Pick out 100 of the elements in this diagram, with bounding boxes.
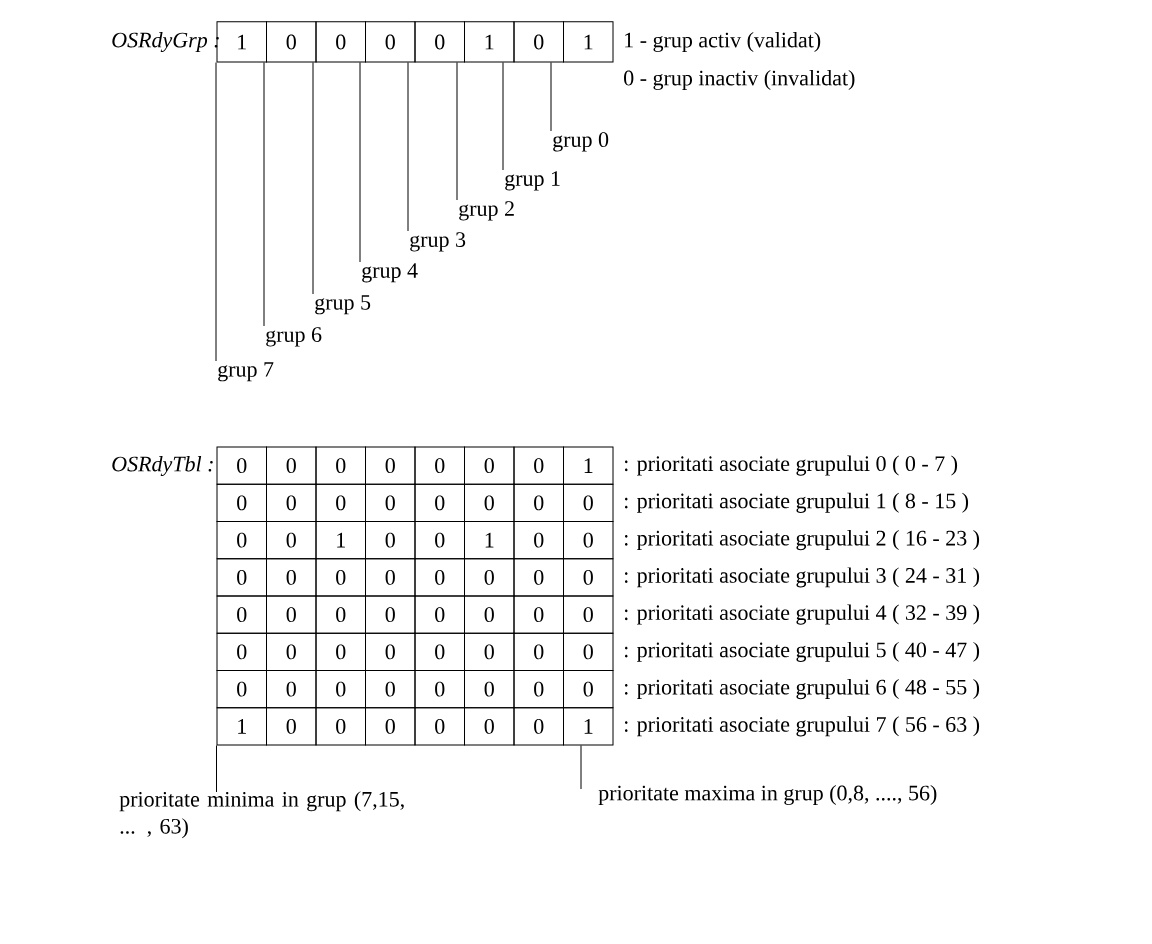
leader-line (216, 745, 217, 793)
bit-cell: 0 (414, 446, 465, 485)
bit-cell: 0 (414, 707, 465, 746)
bit-cell: 0 (315, 21, 366, 63)
bit-cell: 0 (513, 446, 564, 485)
group-label: grup 3 (410, 232, 466, 252)
bit-cell: 0 (365, 632, 416, 671)
bit-cell: 0 (464, 483, 515, 522)
bit-cell: 0 (315, 707, 366, 746)
bit-cell: 1 (464, 21, 515, 63)
bit-cell: 0 (414, 632, 465, 671)
note-text: prioritate maxima in grup (0,8, ...., 56) (598, 785, 937, 805)
description-text: : prioritati asociate grupului 3 ( 24 - 31 ) (624, 567, 980, 588)
group-label: grup 1 (505, 171, 560, 191)
bit-cell: 0 (414, 521, 465, 560)
bit-cell: 1 (563, 21, 614, 63)
group-label: grup 7 (218, 362, 274, 382)
bit-cell: 0 (513, 707, 564, 746)
bit-cell: 0 (513, 21, 564, 63)
leader-line (456, 62, 458, 201)
bit-cell: 0 (365, 521, 416, 560)
bit-cell: 0 (216, 632, 267, 671)
bit-cell: 0 (216, 521, 267, 560)
bit-cell: 0 (266, 521, 317, 560)
bit-cell: 0 (266, 483, 317, 522)
bit-cell: 0 (563, 595, 614, 634)
bit-cell: 0 (414, 670, 465, 709)
description-text: : prioritati asociate grupului 6 ( 48 - 55 ) (624, 679, 980, 700)
bit-cell: 0 (464, 707, 515, 746)
bit-cell: 0 (315, 632, 366, 671)
bit-cell: 0 (315, 446, 366, 485)
bit-cell: 0 (464, 632, 515, 671)
description-text: : prioritati asociate grupului 7 ( 56 - 63 ) (624, 716, 980, 737)
group-label: grup 6 (266, 327, 322, 347)
bit-cell: 0 (216, 446, 267, 485)
bit-cell: 1 (315, 521, 366, 560)
bit-cell: 0 (563, 483, 614, 522)
bit-cell: 0 (315, 670, 366, 709)
bit-cell: 0 (216, 670, 267, 709)
bit-cell: 0 (365, 670, 416, 709)
register-name: OSRdyGrp : (112, 32, 219, 52)
bit-cell: 0 (563, 632, 614, 671)
bit-cell: 0 (365, 446, 416, 485)
leader-line (263, 62, 265, 327)
description-text: : prioritati asociate grupului 0 ( 0 - 7 ) (624, 455, 958, 476)
bit-cell: 0 (563, 670, 614, 709)
leader-line (312, 62, 314, 295)
bit-cell: 0 (365, 21, 416, 63)
description-text: : prioritati asociate grupului 4 ( 32 - 39 ) (624, 604, 980, 625)
bit-cell: 1 (563, 446, 614, 485)
bit-cell: 0 (266, 595, 317, 634)
leader-line (502, 62, 504, 171)
group-label: grup 2 (459, 201, 514, 221)
bit-cell: 0 (464, 670, 515, 709)
bit-cell: 0 (563, 521, 614, 560)
group-label: grup 0 (553, 132, 609, 152)
bit-cell: 0 (315, 483, 366, 522)
bit-cell: 1 (464, 521, 515, 560)
leader-line (580, 745, 582, 790)
bit-cell: 0 (266, 21, 317, 63)
description-text: : prioritati asociate grupului 2 ( 16 - 23 ) (624, 530, 980, 551)
bit-cell: 0 (513, 558, 564, 597)
register-name: OSRdyTbl : (112, 456, 213, 476)
leader-line (359, 62, 361, 263)
bit-cell: 0 (513, 632, 564, 671)
leader-line (215, 62, 217, 362)
bit-cell: 0 (464, 595, 515, 634)
leader-line (550, 62, 552, 132)
bit-cell: 0 (464, 558, 515, 597)
bit-cell: 0 (216, 595, 267, 634)
bit-cell: 0 (266, 558, 317, 597)
bit-cell: 0 (365, 558, 416, 597)
bit-cell: 0 (315, 595, 366, 634)
bit-cell: 0 (315, 558, 366, 597)
bit-cell: 0 (414, 483, 465, 522)
bit-cell: 0 (365, 707, 416, 746)
bit-cell: 0 (365, 595, 416, 634)
bit-cell: 0 (216, 483, 267, 522)
group-label: grup 5 (315, 295, 371, 315)
description-text: 1 - grup activ (validat) (625, 32, 821, 52)
group-label: grup 4 (362, 263, 418, 283)
bit-cell: 1 (216, 707, 267, 746)
note-text: prioritate minima in grup (7,15, ... , 63) (119, 791, 404, 839)
description-text: : prioritati asociate grupului 1 ( 8 - 15 ) (624, 492, 969, 513)
bit-cell: 1 (563, 707, 614, 746)
bit-cell: 0 (513, 483, 564, 522)
bit-cell: 0 (266, 707, 317, 746)
bit-cell: 0 (266, 670, 317, 709)
bit-cell: 0 (513, 595, 564, 634)
leader-line (407, 62, 409, 232)
bit-cell: 0 (216, 558, 267, 597)
bit-cell: 0 (513, 521, 564, 560)
bit-cell: 0 (563, 558, 614, 597)
bit-cell: 0 (464, 446, 515, 485)
bit-cell: 0 (266, 446, 317, 485)
description-text: : prioritati asociate grupului 5 ( 40 - 47 ) (624, 641, 980, 662)
bit-cell: 0 (365, 483, 416, 522)
bit-cell: 0 (414, 21, 465, 63)
bit-cell: 0 (414, 595, 465, 634)
description-text: 0 - grup inactiv (invalidat) (624, 70, 855, 90)
